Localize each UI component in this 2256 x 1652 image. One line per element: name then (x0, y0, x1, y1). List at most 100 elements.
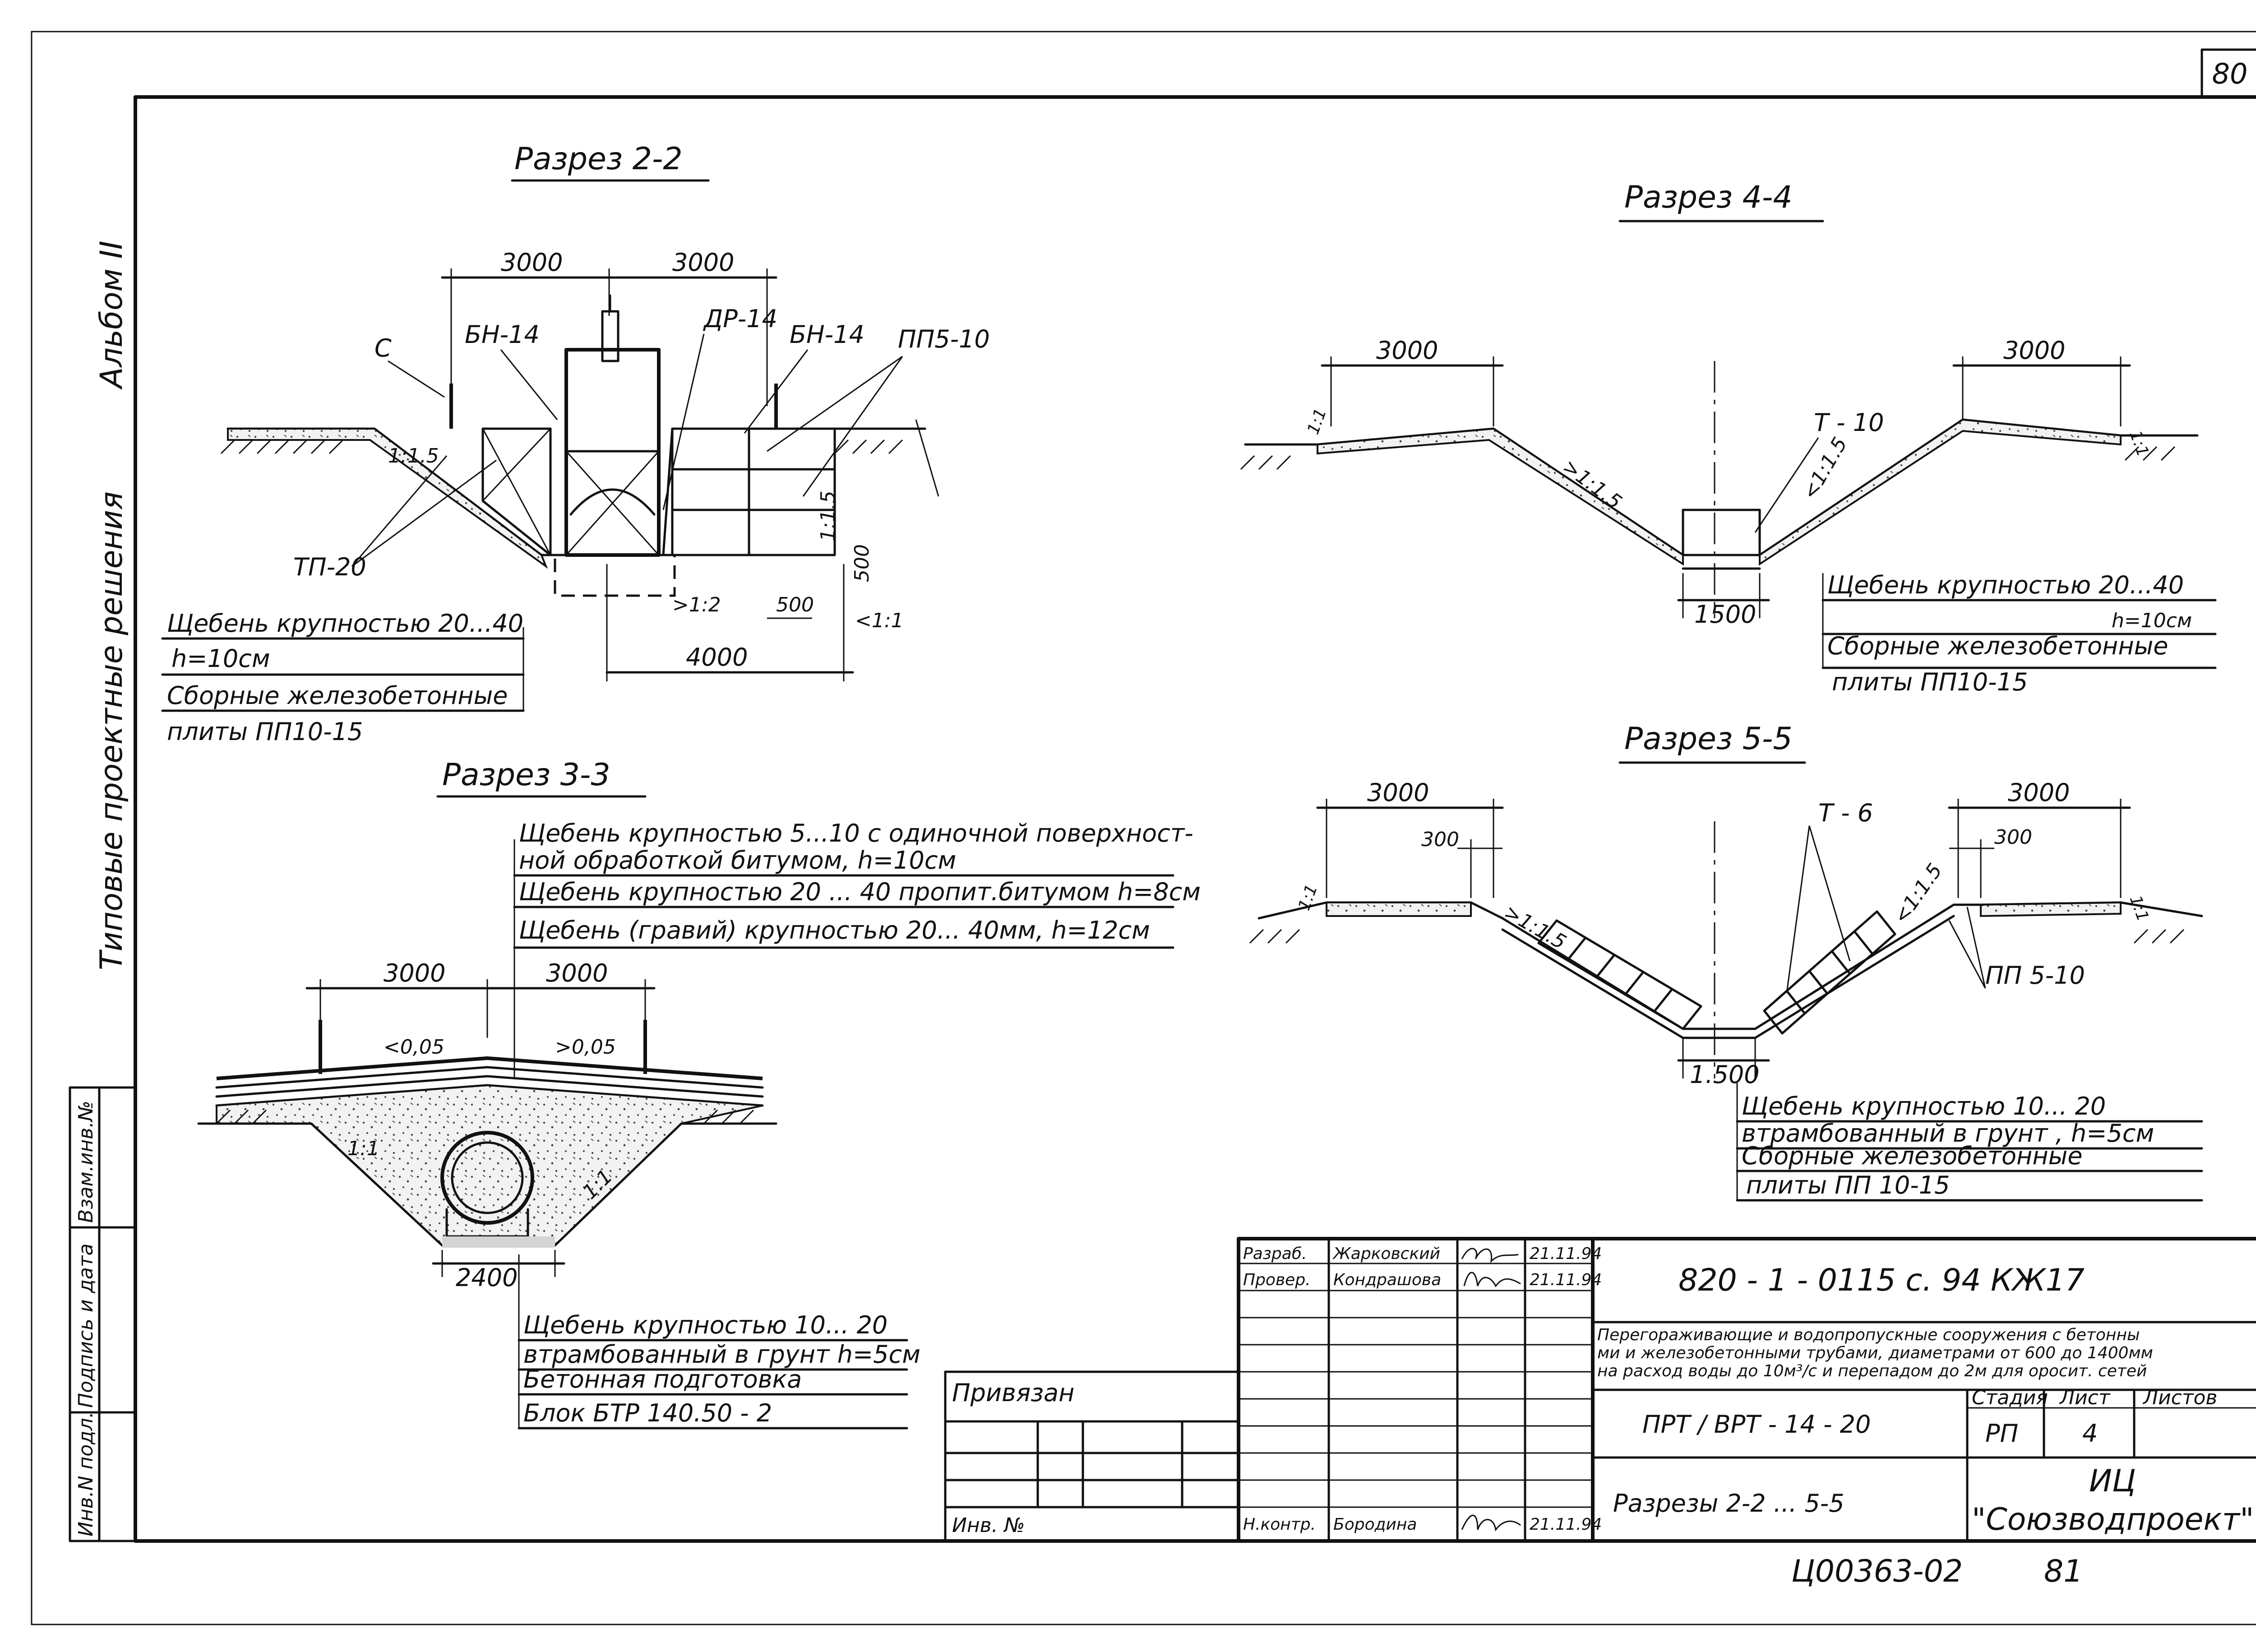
date-checker: 21.11.94 (1530, 1271, 1602, 1289)
label-bn14-left: БН-14 (465, 320, 540, 349)
slope-1-1.5-right: 1:1.5 (817, 491, 840, 541)
note-concrete-base: Бетонная подготовка (523, 1365, 802, 1393)
note-plates: плиты ПП10-15 (167, 717, 363, 746)
slope-1-2: >1:2 (672, 593, 721, 616)
date-norm-control: 21.11.94 (1530, 1515, 1602, 1534)
section-5-5: Разрез 5-5 3000 300 3000 300 (1249, 721, 2203, 1202)
slope-1-1-left: 1:1 (1295, 882, 1321, 913)
section-3-3-title: Разрез 3-3 (442, 757, 610, 793)
page-number: 80 (2212, 57, 2248, 90)
description-line-1: Перегораживающие и водопропускные сооруж… (1597, 1326, 2140, 1344)
sheet-title: Разрезы 2-2 ... 5-5 (1613, 1489, 1845, 1518)
label-t6: Т - 6 (1818, 799, 1873, 827)
left-margin: Альбом II Типовые проектные решения Взам… (69, 241, 137, 1542)
note-rammed-5cm: втрамбованный в грунт , h=5см (1742, 1119, 2154, 1148)
section-4-4: Разрез 4-4 3000 3000 1500 Т - 10 1:1 >1:… (1240, 180, 2217, 696)
section-3-3: Разрез 3-3 Щебень крупностью 5...10 с од… (197, 757, 1201, 1430)
signature-norm-control (1461, 1514, 1521, 1532)
label-dr14: ДР-14 (703, 305, 777, 333)
note-gravel-20-40: Щебень крупностью 20...40 (1827, 571, 2184, 599)
sheet-value: 4 (2082, 1419, 2098, 1448)
note-gravel-12cm: Щебень (гравий) крупностью 20... 40мм, h… (519, 916, 1150, 944)
label-bn14-right: БН-14 (790, 320, 864, 349)
stage-value: РП (1985, 1419, 2018, 1448)
label-t10: Т - 10 (1814, 408, 1884, 437)
left-blocks (1537, 919, 1702, 1030)
role-checker: Провер. (1243, 1271, 1311, 1289)
date-developer: 21.11.94 (1530, 1245, 1602, 1263)
side-cell-signature: Подпись и дата (74, 1244, 97, 1408)
dim-3000-right: 3000 (546, 959, 608, 987)
note-gravel-20-40: Щебень крупностью 20...40 (167, 609, 523, 638)
side-cell-inventory: Инв.N подл. (74, 1411, 97, 1536)
sheet-frame: 80 (31, 31, 2256, 1625)
label-pp5-10: ПП5-10 (898, 325, 990, 353)
slope-1-1.5-right: <1:1.5 (1798, 433, 1852, 503)
name-norm-control: Бородина (1333, 1515, 1417, 1534)
slope-right-0.05: >0,05 (555, 1036, 616, 1059)
organization-line-1: ИЦ (2089, 1463, 2136, 1499)
section-5-5-title: Разрез 5-5 (1624, 721, 1793, 757)
role-norm-control: Н.контр. (1243, 1515, 1316, 1534)
head-sheets: Листов (2142, 1386, 2217, 1409)
right-blocks (1763, 910, 1896, 1035)
dim-3000-left: 3000 (1376, 336, 1438, 365)
dim-2400: 2400 (456, 1263, 518, 1292)
note-bitumen-treatment: ной обработкой битумом, h=10см (519, 846, 956, 875)
note-rammed-5cm: втрамбованный в грунт h=5см (523, 1340, 920, 1369)
inventory-label: Инв. № (952, 1514, 1025, 1537)
signature-checker (1463, 1272, 1521, 1287)
title-block: Разраб. Жарковский 21.11.94 Провер. Конд… (944, 1237, 2256, 1543)
dim-3000-left: 3000 (1367, 778, 1429, 807)
structure-code: ПРТ / ВРТ - 14 - 20 (1642, 1410, 1871, 1439)
slope-left-0.05: <0,05 (384, 1036, 444, 1059)
note-precast: Сборные железобетонные (1827, 632, 2168, 660)
dim-300-right: 300 (1994, 826, 2032, 849)
role-developer: Разраб. (1243, 1245, 1307, 1263)
organization-line-2: "Союзводпроект" (1972, 1502, 2254, 1537)
slope-1-1-right: 1:1 (2126, 893, 2152, 924)
note-h10: h=10см (171, 644, 270, 673)
slope-1-1-left: 1:1 (1304, 406, 1330, 437)
slope-1-1: <1:1 (855, 609, 904, 632)
head-sheet: Лист (2059, 1386, 2111, 1409)
head-stage: Стадия (1972, 1386, 2048, 1409)
slope-1-1.5-left: 1:1.5 (388, 444, 439, 467)
dim-300-left: 300 (1421, 828, 1459, 851)
dim-3000-left: 3000 (501, 248, 563, 277)
dim-500-vertical: 500 (851, 544, 874, 582)
note-gravel-5-10: Щебень крупностью 5...10 с одиночной пов… (519, 819, 1193, 847)
label-c: С (374, 334, 392, 362)
label-tp20: ТП-20 (293, 553, 366, 581)
dim-1500: 1.500 (1690, 1060, 1760, 1089)
name-developer: Жарковский (1332, 1245, 1440, 1263)
note-plates: плиты ПП 10-15 (1746, 1171, 1950, 1199)
note-gravel-10-20: Щебень крупностью 10... 20 (1742, 1092, 2106, 1120)
note-precast: Сборные железобетонные (1742, 1142, 2083, 1170)
note-plates: плиты ПП10-15 (1832, 668, 2028, 696)
note-gravel-10-20: Щебень крупностью 10... 20 (523, 1311, 888, 1339)
note-block: Блок БТР 140.50 - 2 (523, 1399, 772, 1427)
handwritten-page: 81 (2044, 1554, 2083, 1589)
description-line-2: ми и железобетонными трубами, диаметрами… (1597, 1344, 2153, 1362)
section-2-2: Разрез 2-2 3000 3000 (161, 141, 990, 746)
section-4-4-title: Разрез 4-4 (1624, 180, 1793, 215)
dim-3000-right: 3000 (2003, 336, 2065, 365)
dim-3000-right: 3000 (2008, 778, 2070, 807)
side-cell-replaced: Взам.инв.№ (74, 1101, 97, 1223)
handwritten-stamp: Ц00363-02 (1791, 1554, 1963, 1589)
label-pp5-10: ПП 5-10 (1985, 961, 2085, 990)
dim-1500: 1500 (1694, 600, 1756, 629)
dim-3000-right: 3000 (672, 248, 734, 277)
dim-3000-left: 3000 (384, 959, 445, 987)
bound-label: Привязан (952, 1379, 1074, 1407)
series-label: Типовые проектные решения (94, 491, 129, 970)
slope-1-1-left: 1:1 (347, 1137, 379, 1160)
signature-developer (1461, 1248, 1519, 1263)
album-label: Альбом II (94, 241, 129, 390)
section-2-2-title: Разрез 2-2 (514, 141, 683, 177)
note-precast: Сборные железобетонные (167, 681, 508, 710)
dim-4000: 4000 (686, 643, 748, 671)
note-h10: h=10см (2112, 609, 2192, 632)
